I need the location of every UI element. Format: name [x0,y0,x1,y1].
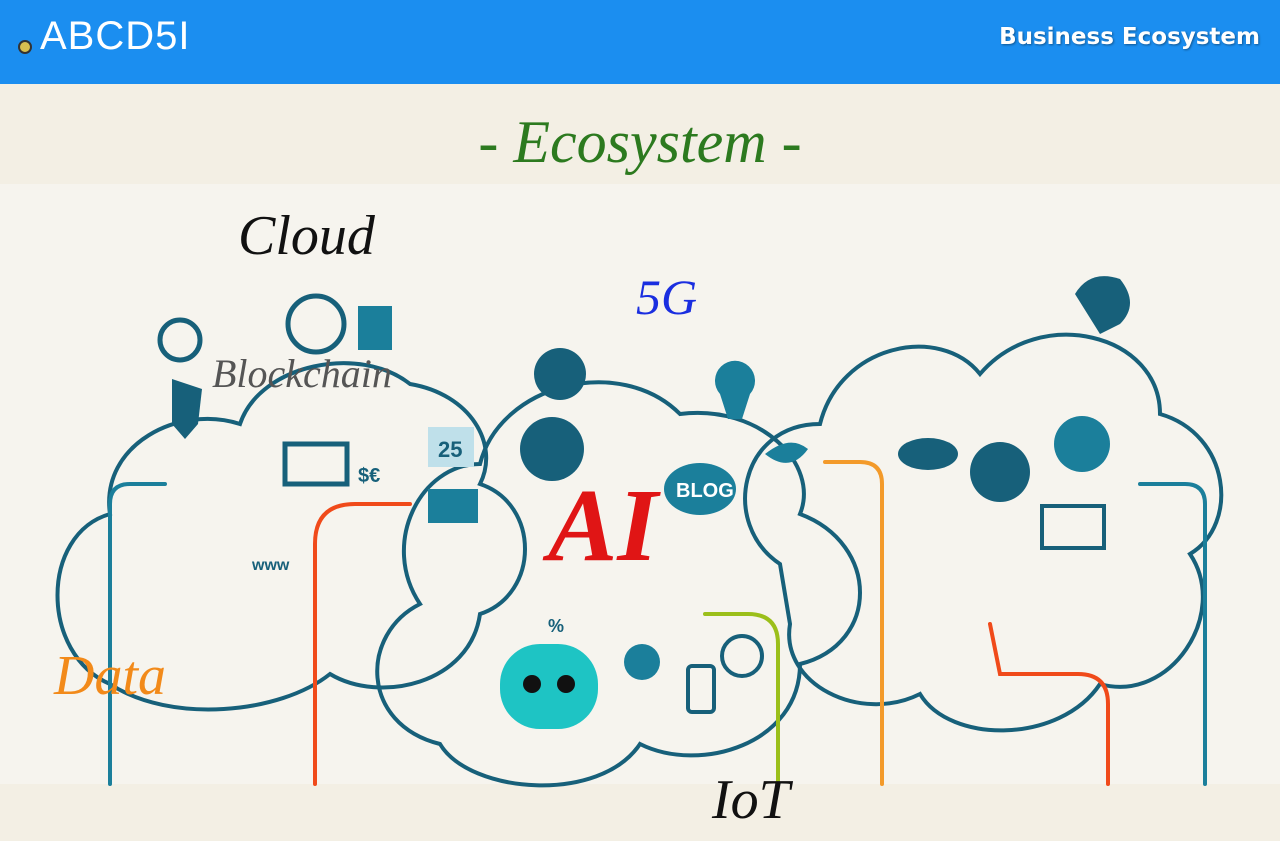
www-icon-text: www [251,557,290,574]
blockchain-label: Blockchain [212,351,392,396]
presentation-chart-icon [1040,504,1106,550]
right-cloud-outline [743,332,1224,733]
target-icon [720,634,764,678]
brand-logo-icon [18,39,32,54]
icon-text: BLOG 25 www $€ % [251,437,734,636]
phone-icon [686,664,716,714]
blog-bubble-icon [664,463,736,515]
connector-arrows [108,460,1207,786]
ecosystem-stage: - Ecosystem - [0,84,1280,841]
gear-icon-right [1054,416,1110,472]
calendar-icon-text: 25 [438,437,462,462]
top-bar: ABCD5I Business Ecosystem [0,0,1280,84]
robot-eye-right [557,675,575,693]
brand-name: ABCD5I [40,14,191,58]
data-label: Data [54,645,166,707]
dollar-icon [534,348,586,400]
percent-icon-text: % [548,616,564,636]
briefcase-icon [428,489,478,523]
bird-icon [765,442,808,463]
page-title: - Ecosystem - [478,109,802,175]
blog-icon-text: BLOG [676,480,734,502]
teal-arrow-right [1138,482,1207,786]
section-title: Business Ecosystem [999,24,1260,50]
center-cloud-outline [375,380,862,788]
cloud-label: Cloud [238,205,375,267]
camera-icon [970,442,1030,502]
brand[interactable]: ABCD5I [18,14,191,59]
shield-icon [172,379,202,439]
chat-bubble-icon [1075,276,1130,334]
iot-label: IoT [712,769,790,831]
lightbulb-icon [715,360,755,419]
5g-label: 5G [636,269,698,325]
data-arrow [108,482,167,786]
ecosystem-illustration: BLOG 25 www $€ % [0,184,1280,788]
globe-icon [285,293,347,355]
robot-icon [500,644,598,729]
eye-icon [898,438,958,470]
share-icon [624,644,660,680]
laptop-icon [282,441,350,487]
stopwatch-icon [157,317,203,363]
currency-icon-text: $€ [358,465,380,487]
red-arrow-left [313,502,412,786]
green-arrow [703,612,780,786]
calendar-icon [428,427,474,467]
gear-icon [520,417,584,481]
ai-label: AI [548,468,658,583]
illustration-backdrop [0,184,1280,784]
robot-eye-left [523,675,541,693]
icon-set [157,276,1130,729]
red-arrow-right [988,622,1110,786]
document-icon [358,306,392,350]
orange-arrow [823,460,884,786]
